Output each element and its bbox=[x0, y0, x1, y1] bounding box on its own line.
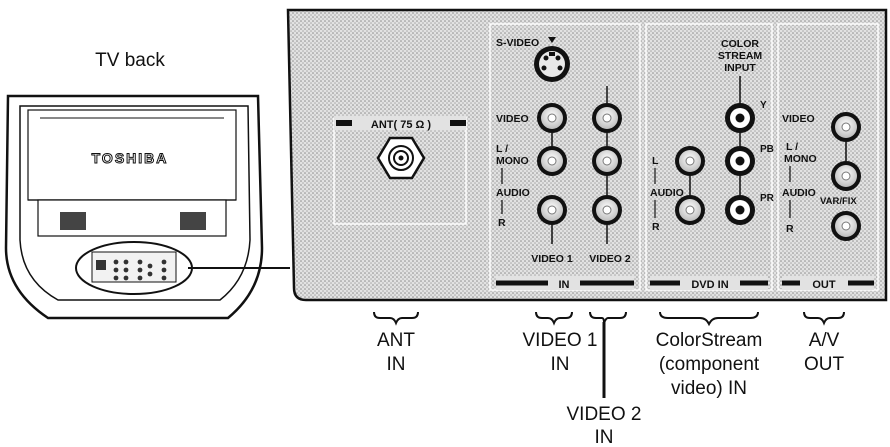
colorstream-title-1: COLOR bbox=[721, 38, 759, 50]
y-label: Y bbox=[760, 100, 767, 111]
out-section: OUT VIDEO L / MONO AUDIO R VAR/FIX bbox=[777, 23, 879, 291]
in-footer: IN bbox=[559, 279, 570, 291]
colorstream-brace bbox=[659, 311, 759, 327]
av-out-jacks[interactable] bbox=[831, 112, 861, 241]
avout-brace bbox=[803, 311, 845, 326]
video2-label: VIDEO 2 bbox=[589, 253, 631, 265]
pb-label: PB bbox=[760, 144, 774, 155]
captions: ANT IN VIDEO 1 IN VIDEO 2 IN ColorStream… bbox=[373, 311, 845, 447]
svideo-label: S-VIDEO bbox=[496, 37, 539, 49]
video1-jacks[interactable] bbox=[537, 103, 567, 244]
colorstream-caption-2: (component bbox=[659, 354, 760, 375]
component-jacks[interactable] bbox=[725, 103, 755, 225]
dvd-footer: DVD IN bbox=[691, 279, 728, 291]
out-audio-label: AUDIO bbox=[782, 187, 816, 199]
av-out-caption-1: A/V bbox=[809, 330, 840, 351]
tv-back-illustration: TV back TOSHIBA bbox=[4, 50, 290, 320]
video2-jacks[interactable] bbox=[592, 86, 622, 244]
out-lmono-label: L / bbox=[786, 141, 798, 153]
video2-brace bbox=[589, 311, 627, 324]
ant-in-caption-1: ANT bbox=[377, 330, 415, 351]
video2-in-caption-2: IN bbox=[595, 427, 614, 447]
out-video-label: VIDEO bbox=[782, 113, 815, 125]
tv-back-caption: TV back bbox=[95, 50, 165, 71]
in-lmono-label: L / bbox=[496, 143, 508, 155]
in-section: IN S-VIDEO VIDEO L / MONO AUDIO R bbox=[489, 23, 641, 291]
in-video-label: VIDEO bbox=[496, 113, 529, 125]
out-lmono-label-2: MONO bbox=[784, 153, 817, 165]
ant-section: ANT( 75 Ω ) bbox=[333, 116, 467, 225]
video1-in-caption-1: VIDEO 1 bbox=[523, 330, 598, 351]
colorstream-caption-3: video) IN bbox=[671, 378, 747, 399]
tv-brand-logo: TOSHIBA bbox=[92, 150, 169, 166]
colorstream-title-2: STREAM bbox=[718, 50, 763, 62]
video2-in-caption-1: VIDEO 2 bbox=[567, 404, 642, 425]
video1-brace bbox=[535, 311, 573, 326]
dvd-audio-jacks[interactable] bbox=[675, 146, 705, 225]
out-r-label: R bbox=[786, 223, 794, 235]
jack-panel: ANT( 75 Ω ) IN S-VIDEO bbox=[286, 8, 888, 302]
in-audio-label: AUDIO bbox=[496, 187, 530, 199]
in-lmono-label-2: MONO bbox=[496, 155, 529, 167]
ant-in-caption-2: IN bbox=[387, 354, 406, 375]
in-r-label: R bbox=[498, 217, 506, 229]
av-out-caption-2: OUT bbox=[804, 354, 845, 375]
out-footer: OUT bbox=[812, 279, 836, 291]
ant-brace bbox=[373, 311, 419, 326]
varfix-label: VAR/FIX bbox=[820, 196, 857, 207]
dvd-audio-label: AUDIO bbox=[650, 187, 684, 199]
dvd-r-label: R bbox=[652, 221, 660, 233]
svideo-jack[interactable] bbox=[534, 46, 570, 82]
colorstream-title-3: INPUT bbox=[724, 62, 756, 74]
colorstream-caption-1: ColorStream bbox=[656, 330, 763, 351]
pr-label: PR bbox=[760, 193, 775, 204]
dvd-l-label: L bbox=[652, 155, 659, 167]
video1-label: VIDEO 1 bbox=[531, 253, 573, 265]
ant-jack[interactable] bbox=[376, 136, 426, 180]
dvd-in-section: DVD IN COLOR STREAM INPUT Y PB PR L bbox=[645, 23, 775, 291]
video1-in-caption-2: IN bbox=[551, 354, 570, 375]
ant-label: ANT( 75 Ω ) bbox=[371, 119, 431, 131]
